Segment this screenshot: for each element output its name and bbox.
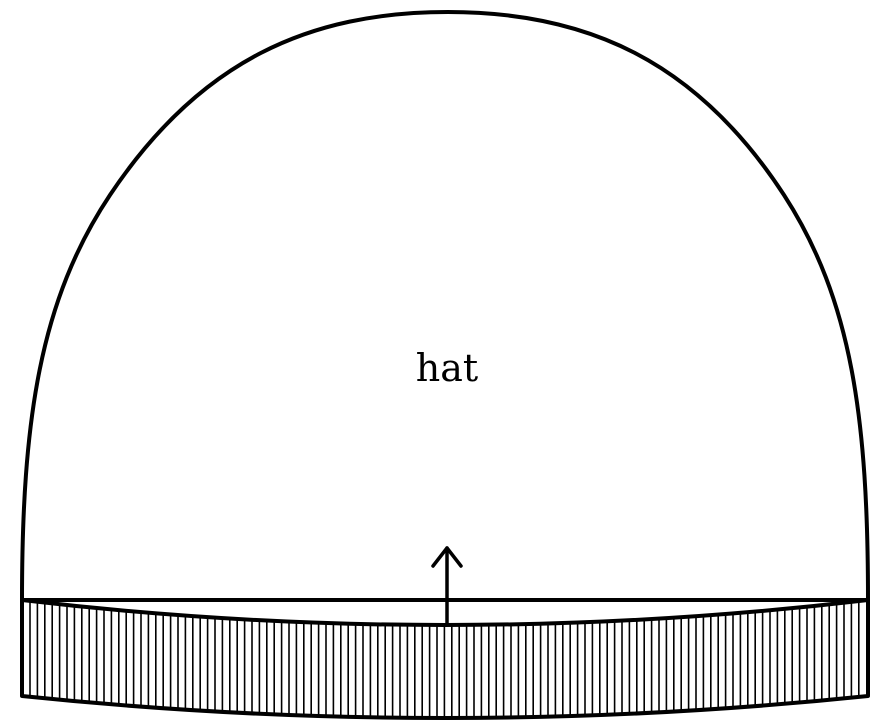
hat-crown bbox=[20, 10, 870, 602]
hat-label: hat bbox=[416, 346, 478, 390]
rib-lines bbox=[29, 601, 860, 717]
direction-arrow bbox=[431, 546, 463, 627]
